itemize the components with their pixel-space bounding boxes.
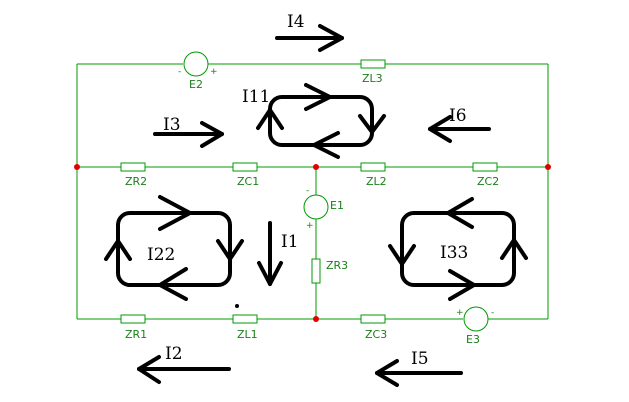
label-i33: I33 bbox=[440, 243, 468, 263]
zl3-resistor bbox=[360, 59, 386, 69]
i33-loop bbox=[388, 197, 528, 301]
i4-arrow bbox=[275, 24, 344, 52]
zr1-resistor bbox=[120, 314, 146, 324]
label-zl1: ZL1 bbox=[237, 328, 258, 341]
e3-plus: + bbox=[456, 308, 464, 318]
label-zc2: ZC2 bbox=[477, 175, 499, 188]
label-i1: I1 bbox=[281, 232, 299, 252]
label-i4: I4 bbox=[287, 12, 305, 32]
components bbox=[120, 51, 498, 332]
label-i3: I3 bbox=[163, 115, 181, 135]
node-left bbox=[74, 164, 80, 170]
label-i5: I5 bbox=[411, 349, 429, 369]
mesh-loops bbox=[104, 83, 528, 301]
marker-dot bbox=[235, 304, 239, 308]
component-labels: E2 ZL3 ZR2 ZC1 ZL2 ZC2 E1 ZR3 ZR1 ZL1 ZC… bbox=[125, 72, 499, 346]
label-zl3: ZL3 bbox=[362, 72, 383, 85]
label-i6: I6 bbox=[449, 106, 467, 126]
zl2-resistor bbox=[360, 162, 386, 172]
e1-minus: - bbox=[306, 186, 309, 196]
current-labels: I4 I3 I11 I6 I22 I1 I33 I2 I5 bbox=[147, 12, 468, 369]
e2-minus: - bbox=[178, 67, 181, 77]
zc1-resistor bbox=[232, 162, 258, 172]
label-zc1: ZC1 bbox=[237, 175, 259, 188]
e2-plus: + bbox=[210, 67, 218, 77]
i5-arrow bbox=[375, 359, 463, 387]
node-right bbox=[545, 164, 551, 170]
nodes bbox=[74, 164, 551, 322]
zc3-resistor bbox=[360, 314, 386, 324]
wires bbox=[76, 63, 549, 320]
label-e1: E1 bbox=[330, 199, 344, 212]
label-zr2: ZR2 bbox=[125, 175, 147, 188]
e1-source bbox=[303, 194, 329, 220]
e3-minus: - bbox=[491, 308, 494, 318]
label-e2: E2 bbox=[189, 78, 203, 91]
node-center-bottom bbox=[313, 316, 319, 322]
label-e3: E3 bbox=[466, 333, 480, 346]
label-zl2: ZL2 bbox=[366, 175, 387, 188]
label-zr1: ZR1 bbox=[125, 328, 147, 341]
label-i2: I2 bbox=[165, 344, 183, 364]
zr3-resistor bbox=[311, 258, 321, 284]
i1-arrow bbox=[257, 221, 283, 286]
label-i22: I22 bbox=[147, 245, 175, 265]
polarity-marks: - + - + + - bbox=[178, 67, 494, 318]
node-center-top bbox=[313, 164, 319, 170]
e1-plus: + bbox=[306, 221, 314, 231]
label-zr3: ZR3 bbox=[326, 259, 348, 272]
zr2-resistor bbox=[120, 162, 146, 172]
i3-arrow bbox=[153, 121, 224, 148]
zc2-resistor bbox=[472, 162, 498, 172]
label-zc3: ZC3 bbox=[365, 328, 387, 341]
i2-arrow bbox=[137, 355, 231, 384]
zl1-resistor bbox=[232, 314, 258, 324]
i6-arrow bbox=[428, 115, 491, 143]
e2-source bbox=[183, 51, 209, 77]
label-i11: I11 bbox=[242, 87, 270, 107]
i11-loop bbox=[256, 83, 386, 159]
current-arrows bbox=[137, 24, 491, 387]
i22-loop bbox=[104, 195, 244, 301]
e3-source bbox=[463, 306, 489, 332]
